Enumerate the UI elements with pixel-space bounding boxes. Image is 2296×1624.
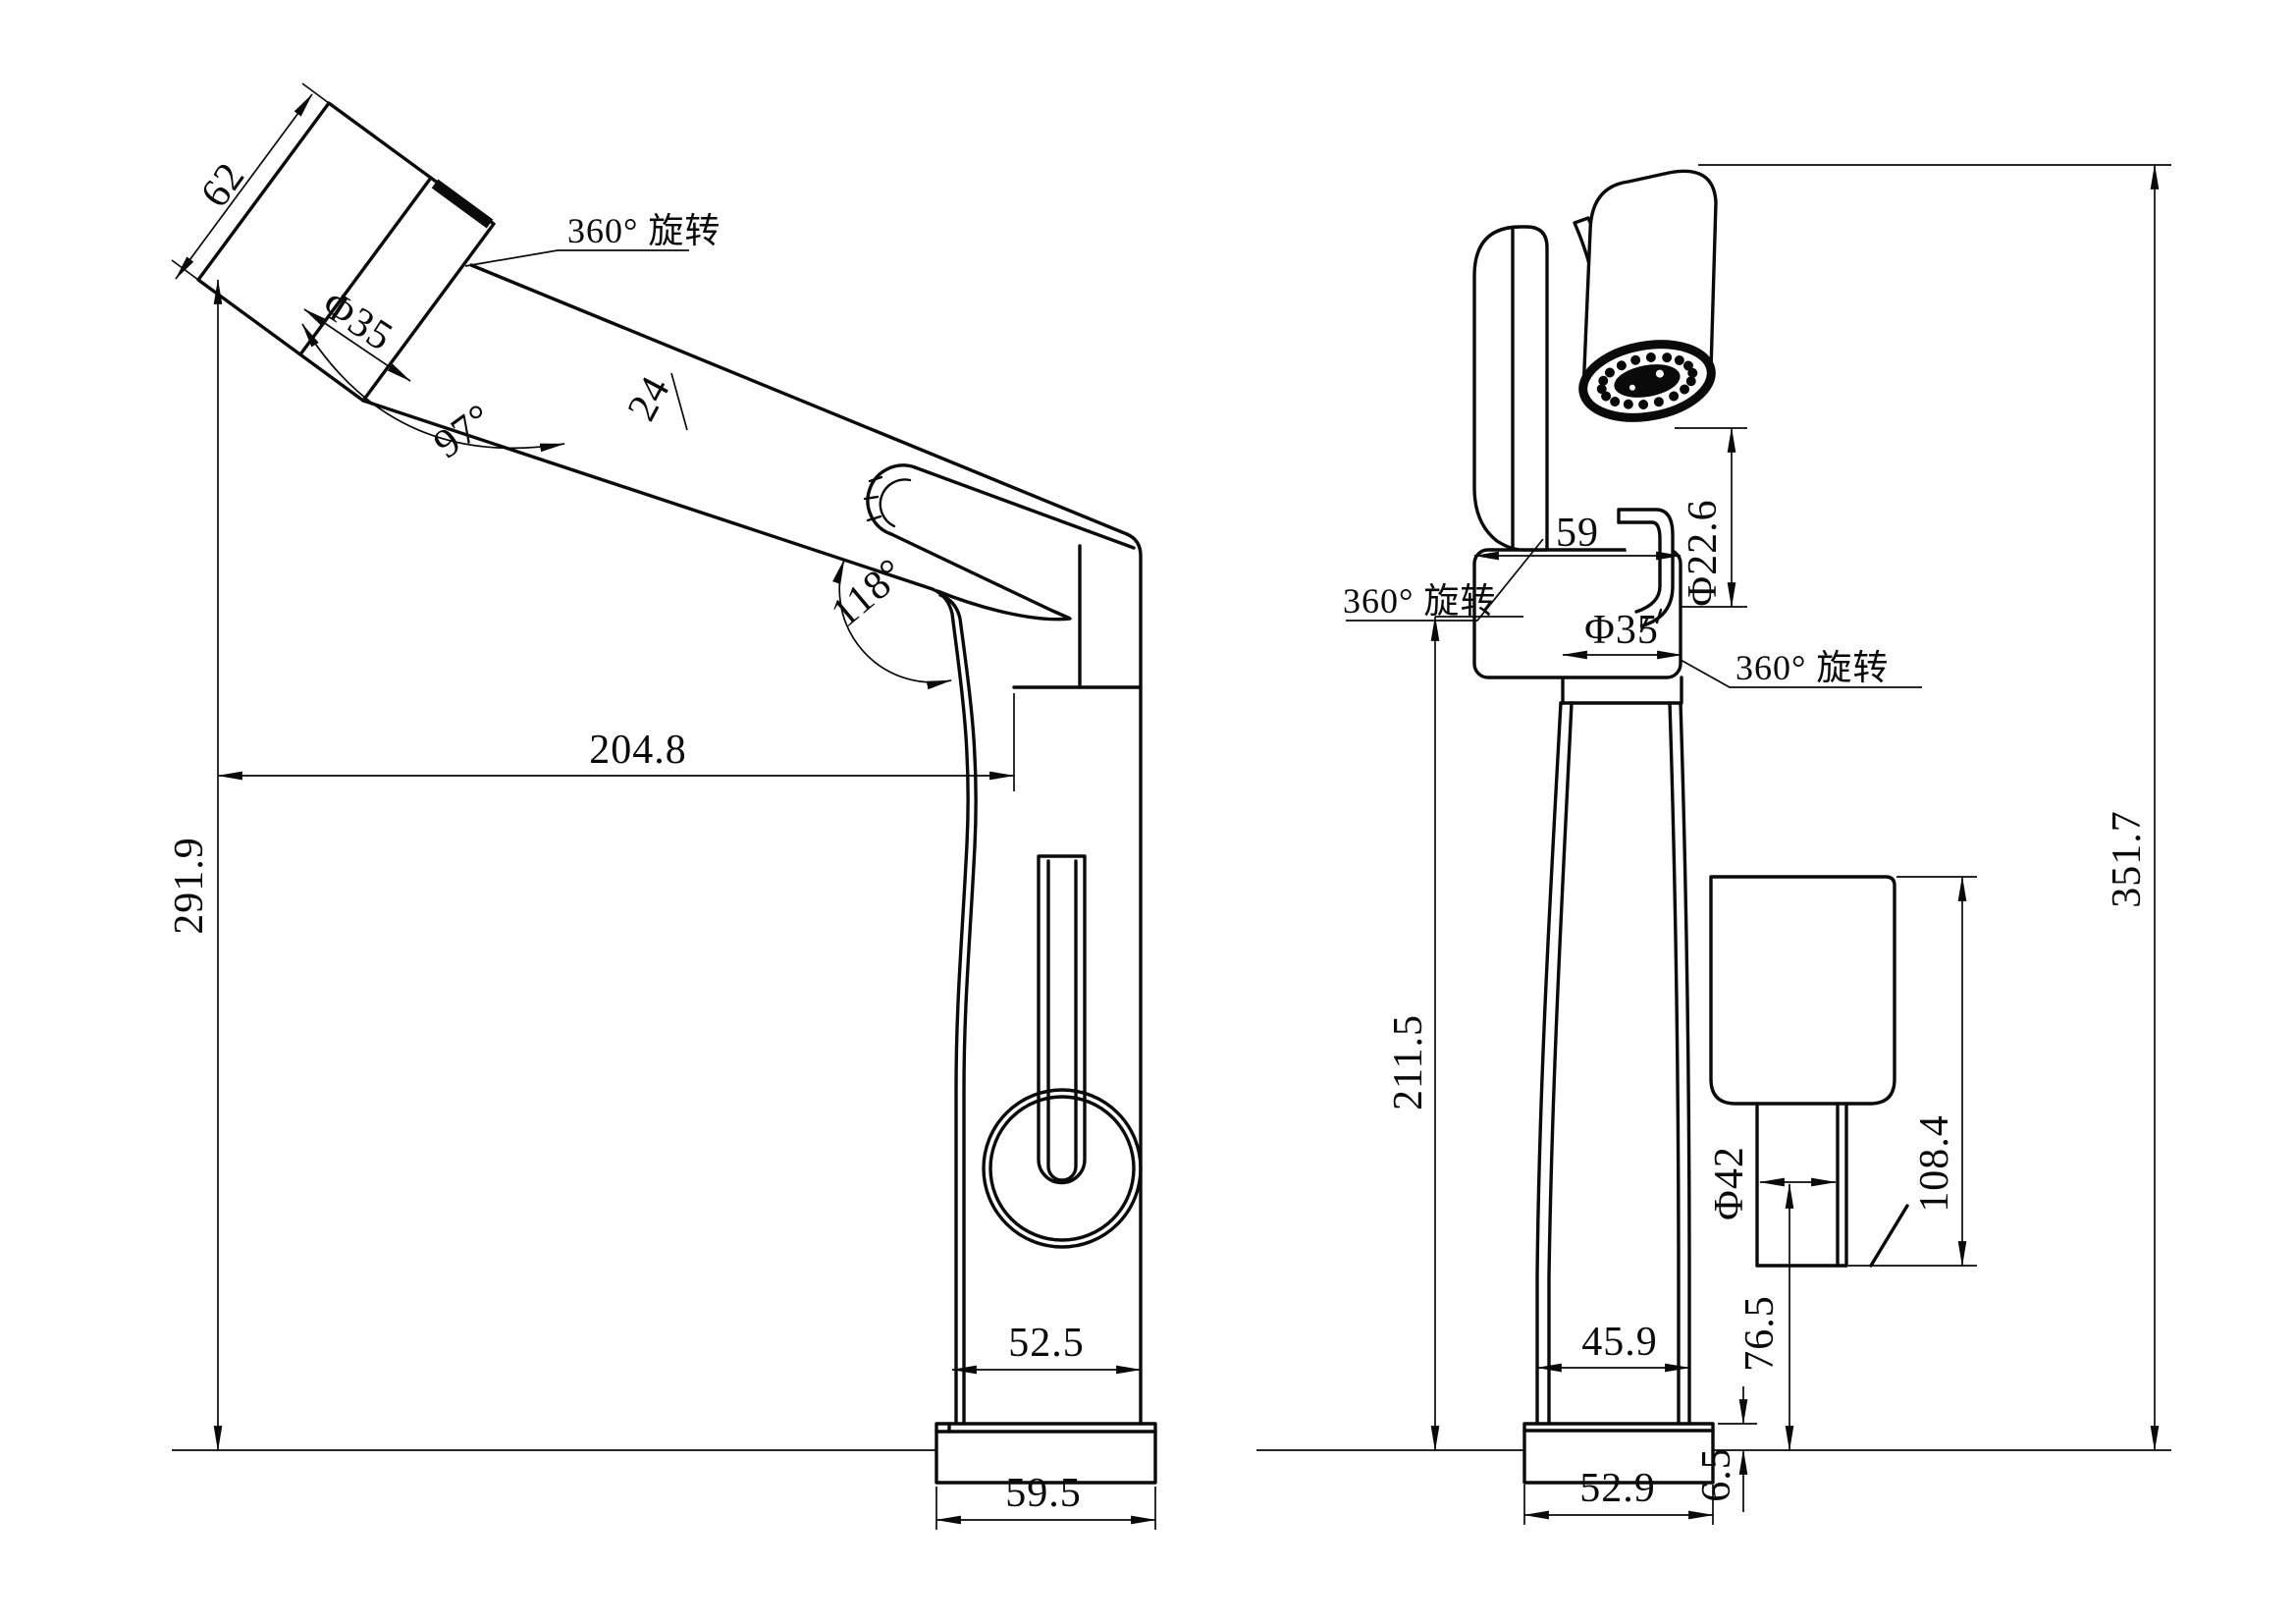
dim-2115-label: 211.5 xyxy=(1386,1014,1431,1110)
dim-97-label: 97° xyxy=(426,396,502,468)
dim-24-label: 24 xyxy=(619,369,679,428)
ext-62-b xyxy=(171,259,199,281)
dim-1084-label: 108.4 xyxy=(1912,1114,1957,1213)
column-inner-right xyxy=(1668,701,1681,1426)
dim-525-label: 52.5 xyxy=(1008,1321,1085,1366)
valve-diagonal xyxy=(1869,1204,1909,1268)
lever-slot-outer xyxy=(1037,854,1087,1185)
side-view: 62 Φ35 97° 360° 旋转 24 118° 204.8 291.9 5… xyxy=(167,82,1157,1530)
dim-phi42-label: Φ42 xyxy=(1707,1146,1752,1220)
dim-phi226-label: Φ22.6 xyxy=(1681,499,1726,606)
lever-paddle xyxy=(1709,875,1896,1106)
lever-knob-inner xyxy=(988,1095,1136,1242)
spray-head-band xyxy=(431,179,494,229)
dim-2048-label: 204.8 xyxy=(589,728,687,773)
aerator-face xyxy=(1578,340,1716,422)
seam-hatch-3 xyxy=(866,514,882,522)
arc-97 xyxy=(301,323,566,453)
dim-118-label: 118° xyxy=(823,550,914,636)
spray-head-outline xyxy=(196,101,496,403)
wand-seam-top xyxy=(913,465,1136,550)
dim-24-tick xyxy=(670,372,688,431)
seam-hatch-1 xyxy=(868,475,883,483)
side-base xyxy=(934,1422,1157,1485)
hose-hook-inner xyxy=(1617,520,1662,614)
lever-slot-inner xyxy=(1046,859,1078,1182)
wand-seam-cap xyxy=(866,463,917,536)
dim-62-label: 62 xyxy=(192,154,254,216)
dim-529-label: 52.9 xyxy=(1579,1466,1656,1511)
front-base xyxy=(1522,1422,1715,1485)
lever-knob-outer xyxy=(982,1088,1143,1249)
column-outer-left xyxy=(1535,701,1563,1426)
dim-65-label: 6.5 xyxy=(1694,1447,1739,1502)
leader-swivel-front-left xyxy=(1346,538,1544,622)
swivel-note-side: 360° 旋转 xyxy=(567,211,721,250)
dim-765-label: 76.5 xyxy=(1737,1295,1783,1372)
dim-2919-label: 291.9 xyxy=(167,837,212,935)
dim-phi35-front-label: Φ35 xyxy=(1584,608,1659,653)
dim-595-label: 59.5 xyxy=(1005,1471,1082,1516)
hook-hatch-2 xyxy=(1655,608,1663,624)
seam-hatch-2 xyxy=(863,495,880,501)
dim-62 xyxy=(175,93,313,280)
leader-swivel-front-right xyxy=(1680,659,1922,688)
spout-arm-top-edge xyxy=(469,263,1143,1426)
dim-59-label: 59 xyxy=(1556,511,1599,556)
ext-62-a xyxy=(301,82,330,104)
dim-459-label: 45.9 xyxy=(1581,1320,1658,1365)
hook-hatch-1 xyxy=(1639,617,1649,633)
front-view: 59 Φ22.6 360° 旋转 Φ35 360° 旋转 351.7 211.5… xyxy=(1256,163,2171,1525)
body-left-edge-inner xyxy=(938,593,978,1426)
wand-seam-bottom xyxy=(889,532,1072,622)
leader-swivel-side xyxy=(464,249,689,267)
wand-seam-cap-inner xyxy=(879,478,912,528)
column-inner-left xyxy=(1547,701,1574,1426)
dim-3517-label: 351.7 xyxy=(2105,810,2150,908)
swivel-note-front-right: 360° 旋转 xyxy=(1735,648,1889,687)
handle-block xyxy=(1472,225,1549,552)
arc-118 xyxy=(832,558,953,690)
joint-block xyxy=(1472,548,1682,679)
column-outer-right xyxy=(1679,701,1691,1426)
swivel-note-front-left: 360° 旋转 xyxy=(1343,581,1496,621)
